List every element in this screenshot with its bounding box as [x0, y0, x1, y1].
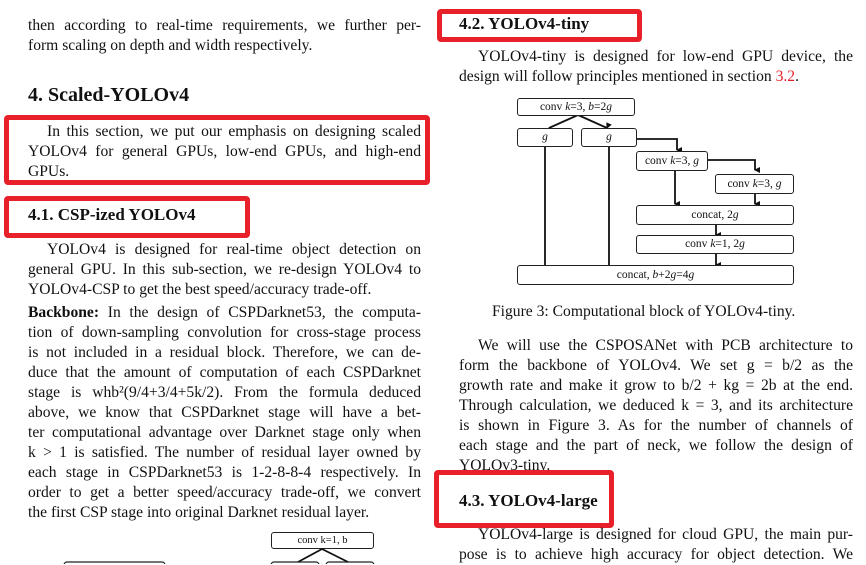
text-line: is shown in Figure 3. As for the number …	[459, 417, 853, 434]
section4-intro-paragraph: In this section, we put our emphasis on …	[28, 122, 421, 182]
figure-node-g-left: g	[517, 128, 573, 147]
text-line: above, we know that CSPDarknet stage wil…	[28, 404, 421, 421]
figure-node-g-right: g	[581, 128, 637, 147]
text-line: YOLOv4-tiny is designed for low-end GPU …	[478, 48, 853, 65]
figure-node-conv-k3-g-1: conv k=3, g	[636, 151, 708, 171]
text-line: growth rate and make it grow to b/2 + kg…	[459, 377, 853, 394]
text-line: each stage in CSPDarknet53 is 1-2-8-8-4 …	[28, 464, 421, 481]
text-line: order to get a better speed/accuracy tra…	[28, 484, 421, 501]
text-line: duce that the amount of computation of e…	[28, 364, 421, 381]
text-line: YOLOv4 for general GPUs, low-end GPUs, a…	[28, 143, 421, 160]
figure-node-conv-k3-g-2: conv k=3, g	[715, 174, 794, 194]
text-line: tion of down-sampling convolution for cr…	[28, 324, 421, 341]
highlight-box-section4-3-heading	[434, 470, 614, 528]
text-line: ter computational advantage over Darknet…	[28, 424, 421, 441]
text-line: design will follow principles mentioned …	[459, 68, 776, 85]
text-line: k > 1 is satisfied. The number of residu…	[28, 444, 421, 461]
highlight-box-section4-2-heading	[437, 9, 642, 42]
text-line: each stage and the part of neck, we foll…	[459, 437, 853, 454]
figure-3-computational-block: conv k=3, b=2g g g conv k=3, g conv k=3,…	[500, 90, 810, 290]
section-heading-yolov4-large: 4.3. YOLOv4-large	[459, 491, 598, 510]
section4-2-paragraph1: YOLOv4-tiny is designed for low-end GPU …	[459, 48, 853, 85]
text-line: stage is whb²(9/4+3/4+5k/2). From the fo…	[28, 384, 421, 401]
text-line: In this section, we put our emphasis on …	[47, 123, 421, 140]
text-line: GPUs.	[28, 163, 70, 180]
text-line: the first CSP stage into original Darkne…	[28, 504, 370, 521]
section-heading-scaled-yolov4: 4. Scaled-YOLOv4	[28, 84, 190, 106]
text-line: pose is to achieve high accuracy for obj…	[459, 546, 853, 563]
section4-2-paragraph2: We will use the CSPOSANet with PCB archi…	[459, 336, 853, 476]
intro-paragraph: then according to real-time requirements…	[28, 16, 421, 56]
figure-node-concat-2g: concat, 2g	[636, 205, 794, 225]
text-line: form the backbone of YOLOv4. We set g = …	[459, 357, 853, 374]
section4-1-paragraph1: YOLOv4 is designed for real-time object …	[28, 240, 421, 300]
highlight-box-section4-intro	[4, 115, 430, 185]
text-line: form scaling on depth and width respecti…	[28, 37, 313, 54]
text-line: We will use the CSPOSANet with PCB archi…	[478, 337, 853, 354]
text-line: is not included in a residual block. The…	[28, 344, 421, 361]
section-heading-yolov4-tiny: 4.2. YOLOv4-tiny	[459, 14, 590, 33]
figure-node-conv-k3-b2g: conv k=3, b=2g	[517, 98, 635, 116]
figure-3-caption: Figure 3: Computational block of YOLOv4-…	[492, 303, 796, 320]
partial-figure-arrows	[63, 548, 375, 564]
section-heading-csp-ized-yolov4: 4.1. CSP-ized YOLOv4	[28, 205, 196, 224]
figure-3-arrows	[544, 114, 760, 274]
text-line: YOLOv3-tiny.	[459, 457, 551, 474]
figure-node-concat-final: concat, b+2g=4g	[517, 265, 794, 285]
partial-figure-csp-block: conv k=1, b	[0, 528, 430, 564]
figure-node-conv-k1-2g: conv k=1, 2g	[636, 235, 794, 254]
text-line: YOLOv4-large is designed for cloud GPU, …	[478, 526, 853, 543]
text-line: Through calculation, we deduced k = 3, a…	[459, 397, 853, 414]
text-line: YOLOv4 is designed for real-time object …	[47, 241, 421, 258]
text-line: YOLOv4-CSP to get the best speed/accurac…	[28, 281, 372, 298]
text-line: then according to real-time requirements…	[28, 17, 421, 34]
section4-3-paragraph1: YOLOv4-large is designed for cloud GPU, …	[459, 525, 853, 565]
backbone-label: Backbone:	[28, 304, 100, 321]
highlight-box-section4-1-heading	[4, 196, 250, 238]
section-ref-link[interactable]: 3.2	[775, 68, 796, 85]
text-line: general GPU. In this sub-section, we re-…	[28, 261, 421, 278]
backbone-paragraph: Backbone: In the design of CSPDarknet53,…	[28, 303, 421, 523]
text-line: In the design of CSPDarknet53, the compu…	[99, 304, 421, 321]
